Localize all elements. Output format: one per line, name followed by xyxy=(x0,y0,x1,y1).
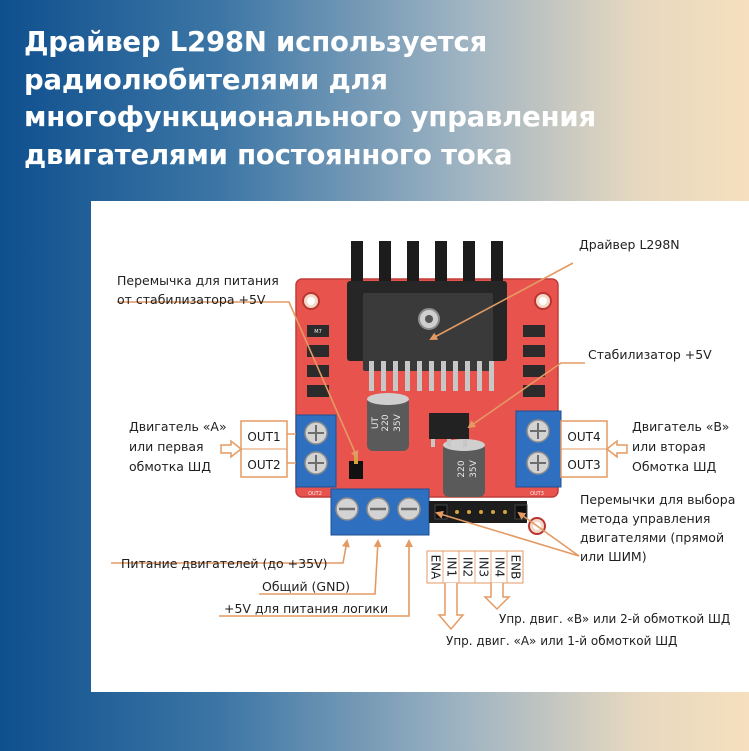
pin-ena: ENA xyxy=(429,555,443,581)
pin-enb: ENB xyxy=(509,555,523,580)
label-ctrl-a: Упр. двиг. «A» или 1-й обмоткой ШД xyxy=(446,634,677,648)
pin-in3: IN3 xyxy=(477,557,491,577)
silk-out3: OUT3 xyxy=(530,491,544,497)
arrow-ctrl-b xyxy=(483,583,511,611)
capacitor-right: 220 35V xyxy=(443,439,485,497)
cap-right-text-1: 220 xyxy=(457,460,467,477)
diodes-right xyxy=(523,325,545,397)
terminal-left: OUT2 xyxy=(295,414,337,497)
cap-right-text-2: 35V xyxy=(469,459,479,477)
label-logic-5v: +5V для питания логики xyxy=(224,601,388,616)
pin-in2: IN2 xyxy=(461,557,475,577)
pin-header xyxy=(429,501,528,523)
label-motor-b-1: Двигатель «B» xyxy=(632,419,729,434)
label-motor-b-3: Обмотка ШД xyxy=(632,459,716,474)
label-motor-b-2: или вторая xyxy=(632,439,706,454)
pin-in1: IN1 xyxy=(445,557,459,577)
leader-lines xyxy=(111,262,585,617)
callout-labels: Драйвер L298N Перемычка для питания от с… xyxy=(117,237,735,648)
label-driver: Драйвер L298N xyxy=(579,237,680,252)
out-left-box: OUT1 OUT2 xyxy=(240,420,296,478)
label-jumper-power-1: Перемычка для питания xyxy=(117,273,279,288)
capacitor-left: 220 35V UT xyxy=(367,393,409,451)
label-motor-power: Питание двигателей (до +35V) xyxy=(121,556,327,571)
regulator-5v xyxy=(429,413,469,447)
arrow-motor-b xyxy=(605,439,628,459)
label-gnd: Общий (GND) xyxy=(262,579,350,594)
out4-label: OUT4 xyxy=(567,430,600,444)
label-motor-a-3: обмотка ШД xyxy=(129,459,211,474)
title-line-4: двигателями постоянного тока xyxy=(24,138,513,171)
page-title: Драйвер L298N используется радиолюбителя… xyxy=(24,24,724,174)
arrow-motor-a xyxy=(220,439,243,459)
diode-label: M7 xyxy=(314,329,322,335)
cap-left-text-1: 220 xyxy=(381,414,391,431)
label-jumpers-mode-3: двигателями (прямой xyxy=(580,530,724,545)
cap-left-text-2: 35V xyxy=(393,413,403,431)
title-line-3: многофункционального управления xyxy=(24,101,596,133)
pin-in4: IN4 xyxy=(493,557,507,577)
l298n-chip-pins xyxy=(369,361,494,391)
title-line-2: радиолюбителями для xyxy=(24,63,388,96)
label-stabilizer: Стабилизатор +5V xyxy=(588,347,712,362)
label-jumpers-mode-1: Перемычки для выбора xyxy=(580,492,735,507)
label-jumpers-mode-2: метода управления xyxy=(580,511,710,526)
label-jumpers-mode-4: или ШИМ) xyxy=(580,549,647,564)
jumper-5v xyxy=(349,456,363,479)
l298n-diagram: M7 220 35V UT 220 35V xyxy=(111,237,735,648)
title-line-1: Драйвер L298N используется xyxy=(24,26,488,58)
cap-left-text-3: UT xyxy=(371,416,381,429)
out3-label: OUT3 xyxy=(567,458,600,472)
out2-label: OUT2 xyxy=(247,458,280,472)
terminal-power xyxy=(330,488,430,536)
silk-out2: OUT2 xyxy=(308,491,322,497)
out-right-box: OUT4 OUT3 xyxy=(560,420,608,478)
label-ctrl-b: Упр. двиг. «B» или 2-й обмоткой ШД xyxy=(499,612,730,626)
label-motor-a-2: или первая xyxy=(129,439,204,454)
arrow-ctrl-a xyxy=(437,583,465,631)
label-motor-a-1: Двигатель «A» xyxy=(129,419,227,434)
terminal-right: OUT3 xyxy=(515,410,562,497)
out1-label: OUT1 xyxy=(247,430,280,444)
heatsink xyxy=(347,241,507,371)
label-jumper-power-2: от стабилизатора +5V xyxy=(117,292,266,307)
pin-labels: ENA IN1 IN2 IN3 IN4 ENB xyxy=(426,550,524,584)
diagram-panel: M7 220 35V UT 220 35V xyxy=(91,201,749,692)
